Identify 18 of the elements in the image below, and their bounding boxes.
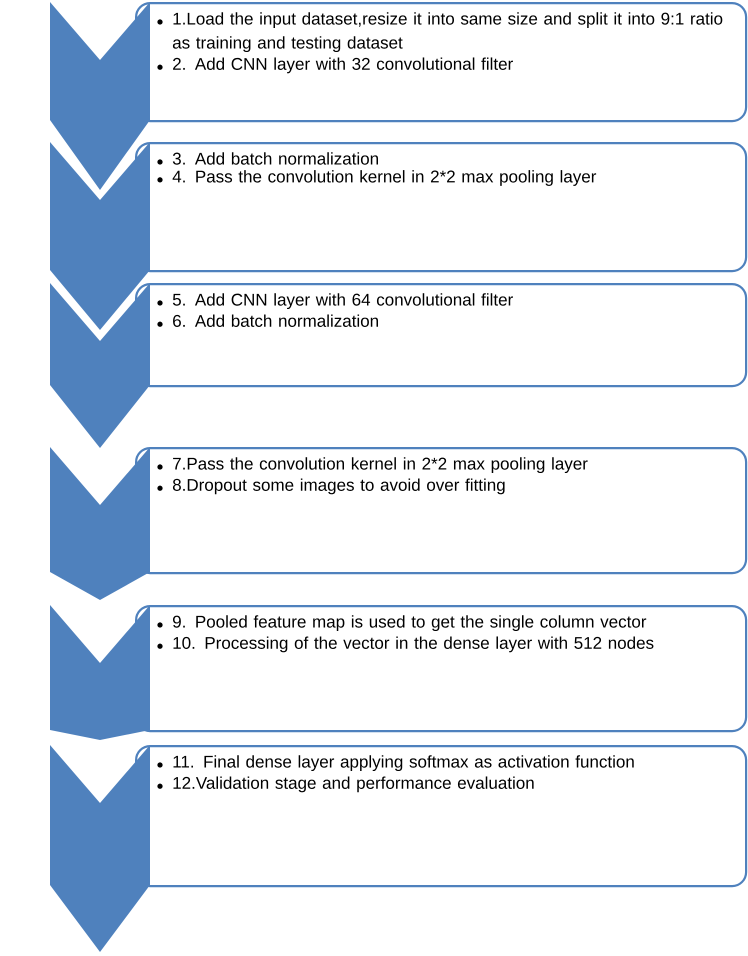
bullet-text: 7.Pass the convolution kernel in 2*2 max pooling layer [173, 457, 588, 474]
bullet-text: 2. Add CNN layer with 32 convolutional filter [173, 57, 513, 74]
bullet-text: 9. Pooled feature map is used to get the single column vector [173, 615, 646, 632]
process-box [135, 2, 748, 122]
bullet-text: 12.Validation stage and performance evaluation [174, 776, 534, 792]
process-box [135, 142, 748, 272]
bullet-text: 8.Dropout some images to avoid over fitting [172, 478, 505, 494]
bullet-text: 6. Add batch normalization [173, 314, 378, 327]
bullet-text: 3. Add batch normalization [172, 152, 378, 165]
bullet-text: 11. Final dense layer applying softmax as activation function [174, 755, 634, 772]
bullet-text: 4. Pass the convolution kernel in 2*2 max pooling layer [172, 170, 596, 186]
process-box [135, 447, 748, 574]
process-box [135, 283, 748, 388]
process-box [135, 745, 748, 888]
bullet-text: 1.Load the input dataset,resize it into same size and split it into 9:1 ratio as training and testing dataset [172, 12, 722, 52]
bullet-text: 10. Processing of the vector in the dense layer with 512 nodes [174, 636, 654, 652]
process-box [135, 605, 748, 732]
bullet-text: 5. Add CNN layer with 64 convolutional filter [172, 293, 513, 310]
